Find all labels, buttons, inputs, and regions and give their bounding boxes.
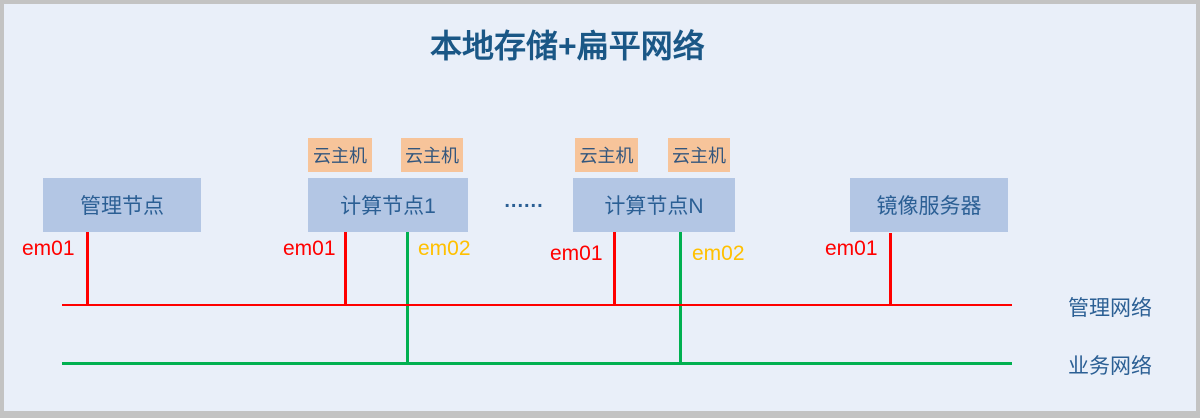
vm-box-computeN-b: 云主机	[668, 138, 730, 172]
node-box-compute-1: 计算节点1	[308, 178, 468, 232]
business-network-line	[62, 362, 1012, 365]
diagram-title: 本地存储+扁平网络	[430, 28, 705, 64]
management-network-label: 管理网络	[1068, 297, 1152, 320]
nic-label-compute1-em02: em02	[418, 237, 471, 260]
nodes-ellipsis: ......	[504, 190, 544, 212]
vm-box-computeN-a: 云主机	[575, 138, 638, 172]
nic-line-management-em01	[86, 232, 89, 305]
nic-label-compute1-em01: em01	[283, 237, 336, 260]
vm-box-compute1-b: 云主机	[401, 138, 463, 172]
node-box-compute-n: 计算节点N	[573, 178, 735, 232]
nic-line-compute1-em01	[344, 232, 347, 305]
nic-label-computeN-em01: em01	[550, 242, 603, 265]
nic-line-computeN-em02	[679, 232, 682, 365]
nic-line-computeN-em01	[613, 232, 616, 305]
nic-label-image-server-em01: em01	[825, 237, 878, 260]
management-network-line	[62, 304, 1012, 306]
vm-box-compute1-a: 云主机	[308, 138, 372, 172]
nic-label-computeN-em02: em02	[692, 242, 745, 265]
nic-line-compute1-em02	[406, 232, 409, 365]
nic-label-management-em01: em01	[22, 237, 75, 260]
node-box-image-server: 镜像服务器	[850, 178, 1008, 232]
node-box-management: 管理节点	[43, 178, 201, 232]
business-network-label: 业务网络	[1068, 355, 1152, 378]
nic-line-image-server-em01	[889, 233, 892, 305]
